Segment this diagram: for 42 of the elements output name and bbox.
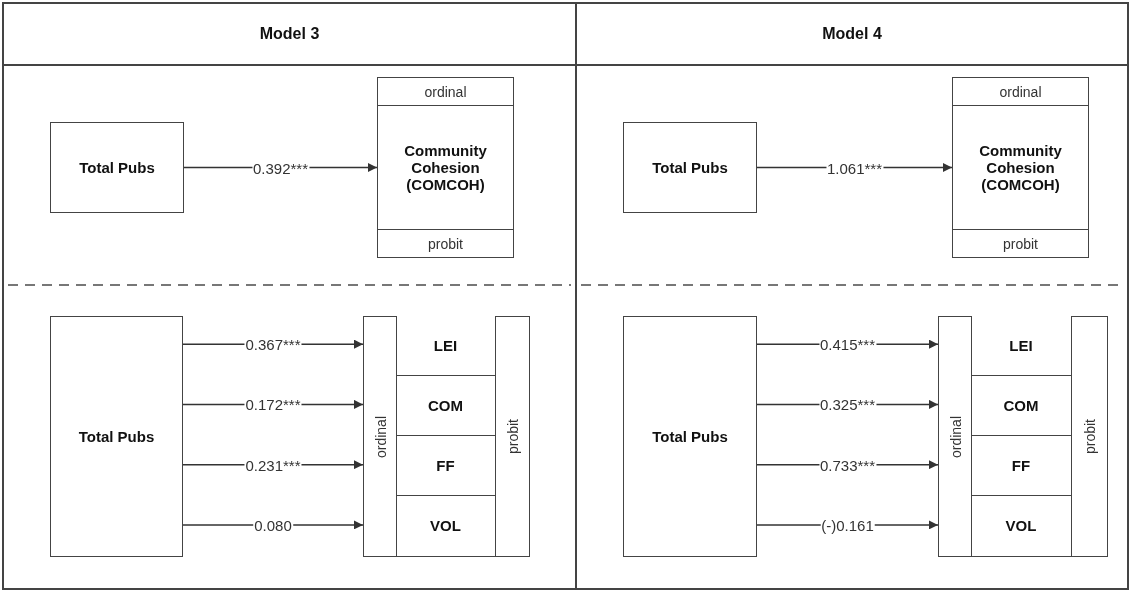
outcome-cell <box>970 496 1072 557</box>
variable-label: Total Pubs <box>79 159 155 176</box>
variable-box <box>50 316 183 557</box>
panel-title: Model 3 <box>4 4 575 66</box>
link-label: ordinal <box>947 415 964 458</box>
outcome-label: VOL <box>1005 517 1037 535</box>
variable-box <box>623 316 757 557</box>
panel <box>575 2 1129 590</box>
outcome-cell <box>395 375 496 436</box>
variable-box <box>623 122 757 213</box>
model-label: probit <box>378 229 513 257</box>
model-label: probit <box>1081 419 1098 455</box>
outcome-box <box>952 77 1089 258</box>
outcome-label: Community Cohesion (COMCOH) <box>978 142 1063 193</box>
variable-label: Total Pubs <box>652 159 728 176</box>
link-label: ordinal <box>372 415 389 458</box>
outcome-cell <box>395 496 496 557</box>
outcome-label: VOL <box>430 517 461 535</box>
panel-title: Model 4 <box>577 4 1127 66</box>
outcome-label: LEI <box>1009 336 1033 354</box>
outcome-cell <box>970 436 1072 497</box>
outcome-group-box <box>363 316 530 557</box>
panel <box>2 2 577 590</box>
outcome-label: COM <box>1003 396 1039 414</box>
outcome-cell <box>970 375 1072 436</box>
model-label: probit <box>953 229 1088 257</box>
model-label: probit <box>504 419 521 455</box>
outcome-label: FF <box>436 457 455 475</box>
outcome-cell <box>395 315 496 376</box>
variable-label: Total Pubs <box>78 428 155 445</box>
outcome-group-box <box>938 316 1108 557</box>
outcome-label: FF <box>1011 457 1031 475</box>
outcome-label: COM <box>428 396 463 414</box>
outcome-label: Community Cohesion (COMCOH) <box>403 142 488 193</box>
link-label: ordinal <box>953 78 1088 106</box>
outcome-cell <box>395 436 496 497</box>
outcome-cell <box>970 315 1072 376</box>
outcome-label: LEI <box>433 336 458 354</box>
outcome-box <box>377 77 514 258</box>
link-label: ordinal <box>378 78 513 106</box>
variable-box <box>50 122 184 213</box>
variable-label: Total Pubs <box>652 428 728 445</box>
